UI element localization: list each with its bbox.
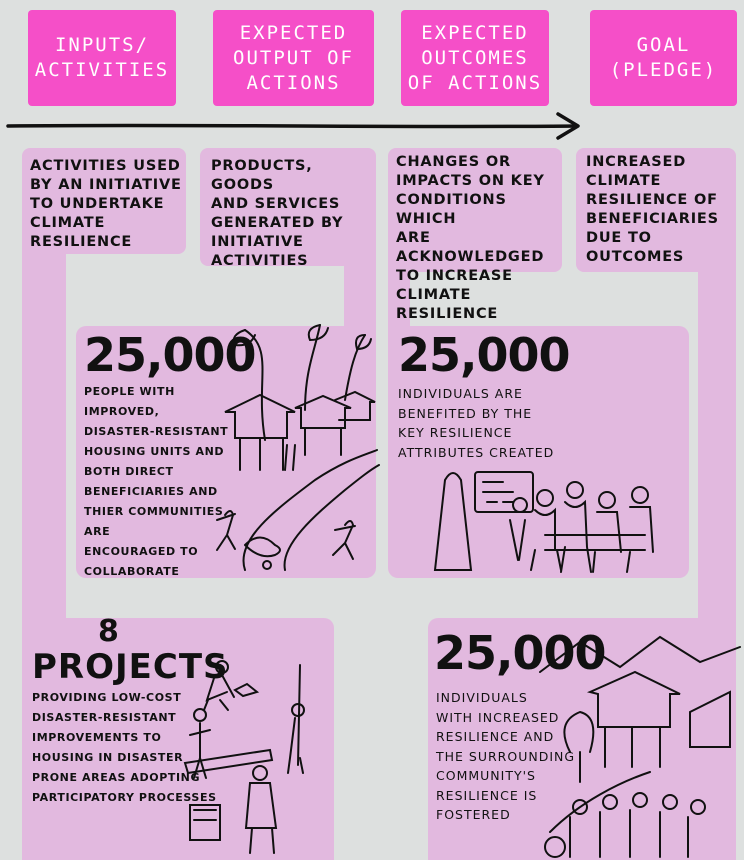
desc-output: Products, goods and services generated b…	[211, 158, 344, 269]
desc-goal: Increased climate resilience of benefici…	[586, 154, 719, 265]
panel-outcome-stem	[388, 260, 410, 340]
desc-outcome: Changes or impacts on key conditions whi…	[396, 154, 545, 322]
goal-number: 25,000	[434, 626, 607, 680]
panel-outcome-top	[388, 148, 562, 272]
input-number: 8	[98, 614, 119, 649]
resilient-community-illustration	[539, 635, 741, 858]
desc-inputs: Activities used by an initiative to unde…	[30, 158, 182, 250]
panel-goal-stem	[698, 260, 736, 630]
output-text: People with improved, disaster-resistant…	[84, 385, 229, 578]
header-goal-pledge: GOAL (PLEDGE)	[590, 10, 737, 106]
construction-workers-illustration	[183, 660, 305, 854]
output-number: 25,000	[84, 328, 257, 382]
panel-goal-top	[576, 148, 736, 272]
goal-text: Individuals with increased resilience an…	[436, 690, 576, 822]
panel-output-top	[200, 148, 376, 266]
goal-box	[428, 618, 736, 860]
outcome-text: Individuals are benefited by the key res…	[398, 386, 555, 460]
outcome-number: 25,000	[398, 328, 571, 382]
community-meeting-illustration	[433, 471, 654, 573]
panel-output-stem	[344, 250, 376, 340]
input-number-label: PROJECTS	[32, 647, 229, 687]
stilt-houses-illustration	[216, 324, 380, 571]
header-expected-outcomes: EXPECTED OUTCOMES OF ACTIONS	[401, 10, 549, 106]
input-box	[22, 618, 334, 860]
timeline-arrow-icon	[6, 112, 580, 140]
input-text: Providing low-cost disaster-resistant im…	[32, 691, 217, 804]
panel-inputs-top	[22, 148, 186, 254]
panel-inputs-stem	[22, 240, 66, 640]
header-inputs-activities: INPUTS/ ACTIVITIES	[28, 10, 176, 106]
header-expected-output: EXPECTED OUTPUT OF ACTIONS	[213, 10, 374, 106]
